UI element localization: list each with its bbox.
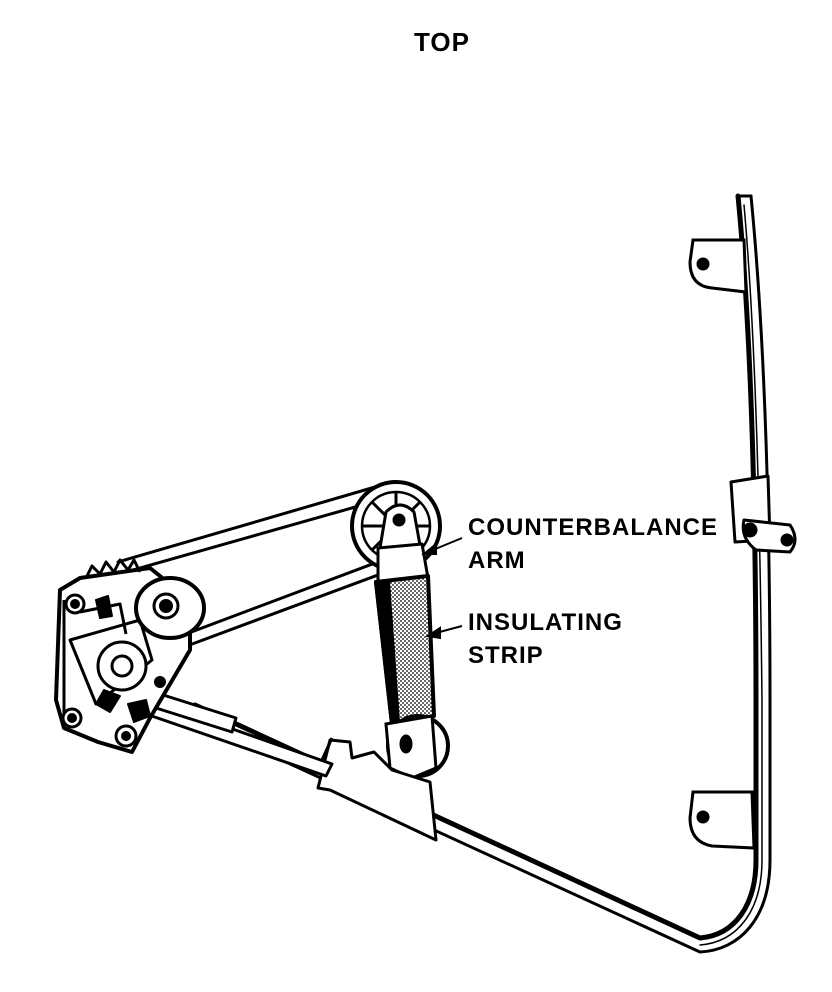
lift-arm — [144, 692, 334, 778]
lower-mounting-tab — [688, 790, 756, 850]
label-insulating-line2: STRIP — [468, 642, 544, 669]
leader-arrow-insulating — [425, 625, 463, 640]
lower-pulley — [384, 714, 450, 802]
label-counterbalance-line2: ARM — [468, 547, 526, 574]
glass-channel-clip — [729, 474, 797, 554]
insulating-strip — [374, 574, 436, 726]
counterbalance-arm — [376, 503, 430, 584]
upper-mounting-tab — [688, 238, 748, 294]
label-counterbalance-line1: COUNTERBALANCE — [468, 514, 718, 541]
motor-gear-housing — [54, 558, 206, 754]
window-track — [188, 193, 772, 954]
diagram-title: TOP — [414, 27, 470, 57]
lower-bracket — [316, 737, 438, 842]
leader-arrow-counterbalance — [421, 537, 463, 555]
drive-cable — [116, 485, 388, 652]
label-insulating-line1: INSULATING — [468, 609, 623, 636]
